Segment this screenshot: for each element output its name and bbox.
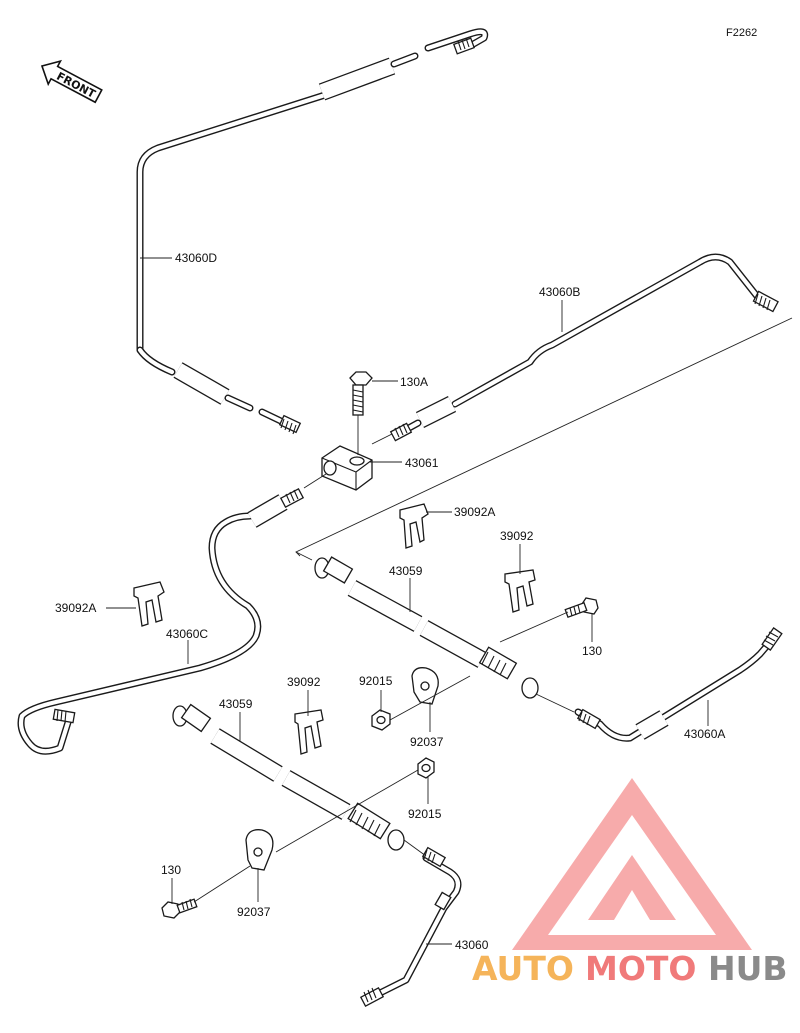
logo-inner-mark (588, 855, 676, 920)
label-43060: 43060 (455, 938, 489, 952)
label-130-lower: 130 (161, 863, 181, 877)
joint-right-axis (371, 433, 393, 445)
label-43060a: 43060A (684, 727, 725, 741)
logo-hub: HUB (708, 949, 788, 988)
bolt-130a (349, 371, 373, 416)
clamp-upper-axis (389, 675, 471, 721)
bolt-upper-axis (499, 611, 569, 643)
clip-39092a-left (133, 581, 165, 627)
clip-39092-upper (504, 569, 536, 613)
nut-lower-axis (275, 769, 419, 853)
nut-92015-upper (371, 709, 391, 731)
label-92015-upper: 92015 (359, 674, 393, 688)
label-92015-lower: 92015 (408, 807, 442, 821)
assembly-box-edge (295, 551, 313, 561)
bolt-130-upper (564, 597, 599, 619)
label-39092a-left: 39092A (55, 601, 96, 615)
brake-pipe-43060 (359, 846, 462, 1007)
label-43060c: 43060C (166, 627, 208, 641)
brake-hose-43059-lower (172, 703, 405, 851)
hose-pipe-axis (403, 839, 427, 857)
label-130-upper: 130 (582, 644, 602, 658)
nut-92015-lower (417, 757, 435, 779)
brake-pipe-43060c (17, 488, 305, 755)
brake-hose-43059-upper (314, 556, 539, 699)
label-92037-upper: 92037 (410, 735, 444, 749)
brake-joint-43061 (321, 445, 373, 491)
joint-left-axis (303, 473, 327, 489)
label-43060d: 43060D (175, 251, 217, 265)
label-39092-lower: 39092 (287, 675, 321, 689)
hose-pipe-a-axis (535, 693, 575, 713)
label-43061: 43061 (405, 456, 439, 470)
front-label: FRONT (54, 70, 98, 101)
label-43059-lower: 43059 (219, 697, 253, 711)
automotohub-logo: AUTO MOTO HUB (472, 778, 788, 988)
bolt-lower-axis (193, 865, 251, 903)
logo-moto: MOTO (585, 949, 696, 988)
clip-39092a-upper (399, 503, 429, 549)
brake-pipe-43060b (389, 253, 779, 442)
diagram-code: F2262 (726, 27, 757, 39)
clamp-92037-lower (245, 829, 274, 871)
logo-auto: AUTO (472, 949, 574, 988)
clamp-92037-upper (411, 667, 439, 705)
label-39092-upper: 39092 (500, 529, 534, 543)
brake-pipe-43060d (136, 28, 489, 435)
label-39092a-upper: 39092A (454, 505, 495, 519)
label-92037-lower: 92037 (237, 905, 271, 919)
label-43059-upper: 43059 (389, 564, 423, 578)
brake-pipe-43060a (574, 627, 783, 742)
bolt-130-lower (161, 898, 198, 919)
label-43060b: 43060B (539, 285, 580, 299)
front-arrow-icon: FRONT (40, 59, 103, 104)
label-130a: 130A (400, 375, 428, 389)
assembly-box (295, 317, 793, 557)
clip-39092-lower (294, 709, 324, 755)
